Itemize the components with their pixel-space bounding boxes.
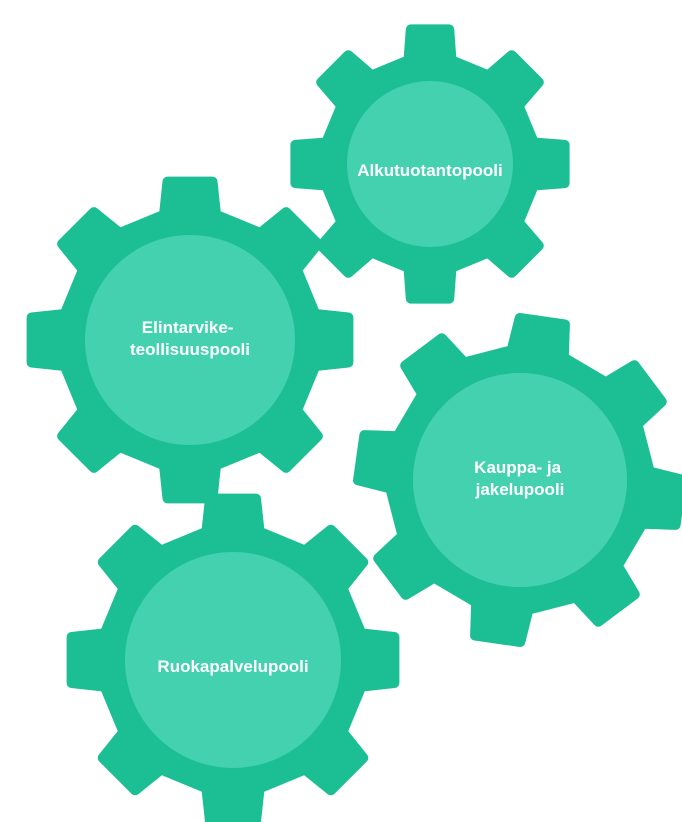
gear-label: Ruokapalvelupooli [157, 657, 308, 676]
gear-label-line: Ruokapalvelupooli [157, 657, 308, 676]
gear-center-disc [125, 552, 341, 768]
gear-center-disc [347, 81, 513, 247]
gear-label-line: jakelupooli [475, 480, 565, 499]
gear-label: Alkutuotantopooli [357, 161, 502, 180]
gear-label-line: Kauppa- ja [474, 458, 561, 477]
gear-label-line: teollisuuspooli [130, 340, 250, 359]
gear-elintarviketeollisuuspooli: Elintarvike- teollisuuspooli [26, 176, 354, 504]
gear-label-line: Alkutuotantopooli [357, 161, 502, 180]
gear-center-disc [413, 373, 627, 587]
gear-label-line: Elintarvike- [142, 318, 234, 337]
gear-ruokapalvelupooli: Ruokapalvelupooli [66, 493, 400, 822]
gear-label: Kauppa- ja jakelupooli [474, 458, 566, 499]
gear-alkutuotantopooli: Alkutuotantopooli [290, 24, 570, 304]
gear-label: Elintarvike- teollisuuspooli [130, 318, 250, 359]
gear-kauppa-ja-jakelupooli: Kauppa- ja jakelupooli [353, 313, 682, 647]
gear-center-disc [85, 235, 295, 445]
